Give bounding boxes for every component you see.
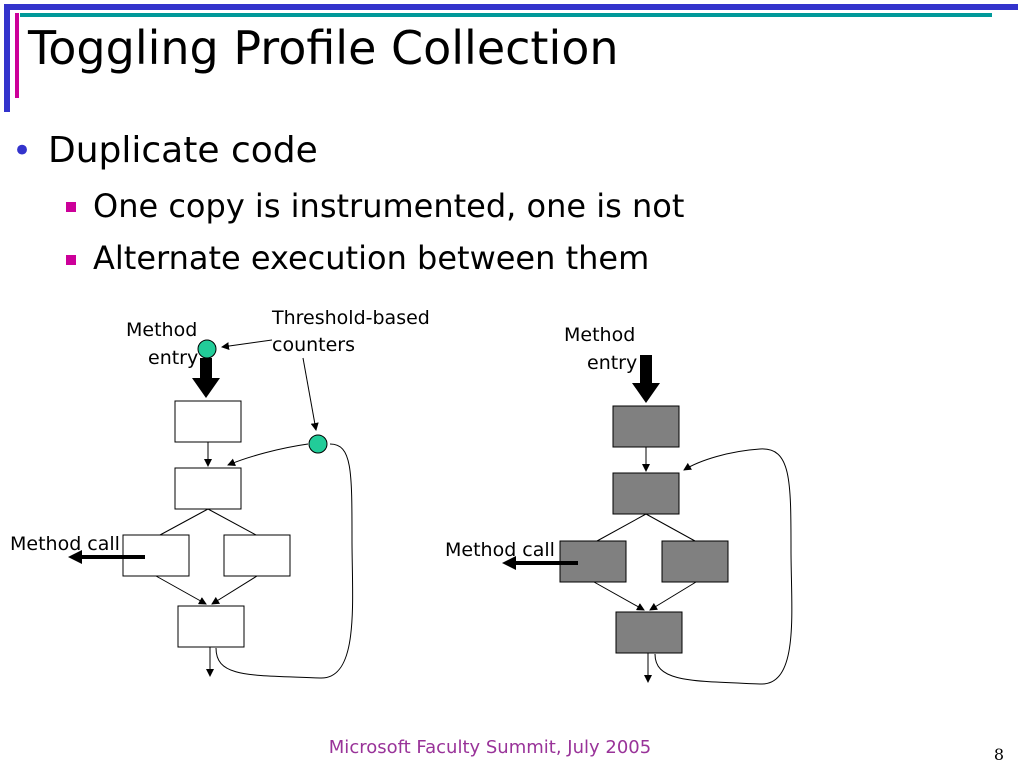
page-number: 8 [993,745,1004,764]
method-call-arrowhead [68,550,82,564]
entry-arrow [192,358,220,398]
counter-node [308,434,328,454]
edge [159,508,209,536]
left-decor-bar [4,4,10,112]
edge [155,575,207,605]
threshold-label: Threshold-based [272,307,430,329]
method-entry-label: entry [148,347,199,369]
edge [596,513,647,542]
loop-back-edge [654,448,793,685]
method-call-label: Method call [445,539,555,561]
left-accent-line [15,13,19,98]
slide-footer: Microsoft Faculty Summit, July 2005 [328,737,652,758]
left-flowgraph [68,339,354,679]
loop-back-edge [215,443,354,679]
edge [649,581,697,611]
basic-block [122,534,190,577]
basic-block [174,467,242,510]
bullet-square [66,255,76,265]
method-call-label: Method call [10,533,120,555]
pointer-line [221,339,273,350]
pointer-line [302,357,319,431]
right-flowgraph [502,355,793,685]
bullet-level2: One copy is instrumented, one is not [93,187,685,225]
edge [645,513,696,542]
bullet-level2: Alternate execution between them [93,239,650,277]
basic-block [177,605,245,648]
counter-node [197,339,217,359]
slide-title: Toggling Profile Collection [28,21,619,75]
basic-block [223,534,291,577]
edge [593,581,645,611]
threshold-label: counters [272,334,356,356]
bullet-level1: Duplicate code [48,130,318,171]
bullet-dot: • [12,131,33,171]
loop-back-edge [227,443,309,467]
basic-block [661,540,729,583]
method-entry-label: Method [564,324,636,346]
basic-block [612,405,680,448]
basic-block [174,400,242,443]
edge [211,575,258,605]
edge [207,508,257,536]
method-call-arrowhead [502,556,516,570]
basic-block [612,472,680,515]
entry-arrow [632,355,660,403]
basic-block [615,611,683,654]
bullet-square [66,202,76,212]
top-decor-bar [8,4,1018,10]
top-accent-line [20,13,992,17]
method-entry-label: entry [587,352,638,374]
method-entry-label: Method [126,319,198,341]
